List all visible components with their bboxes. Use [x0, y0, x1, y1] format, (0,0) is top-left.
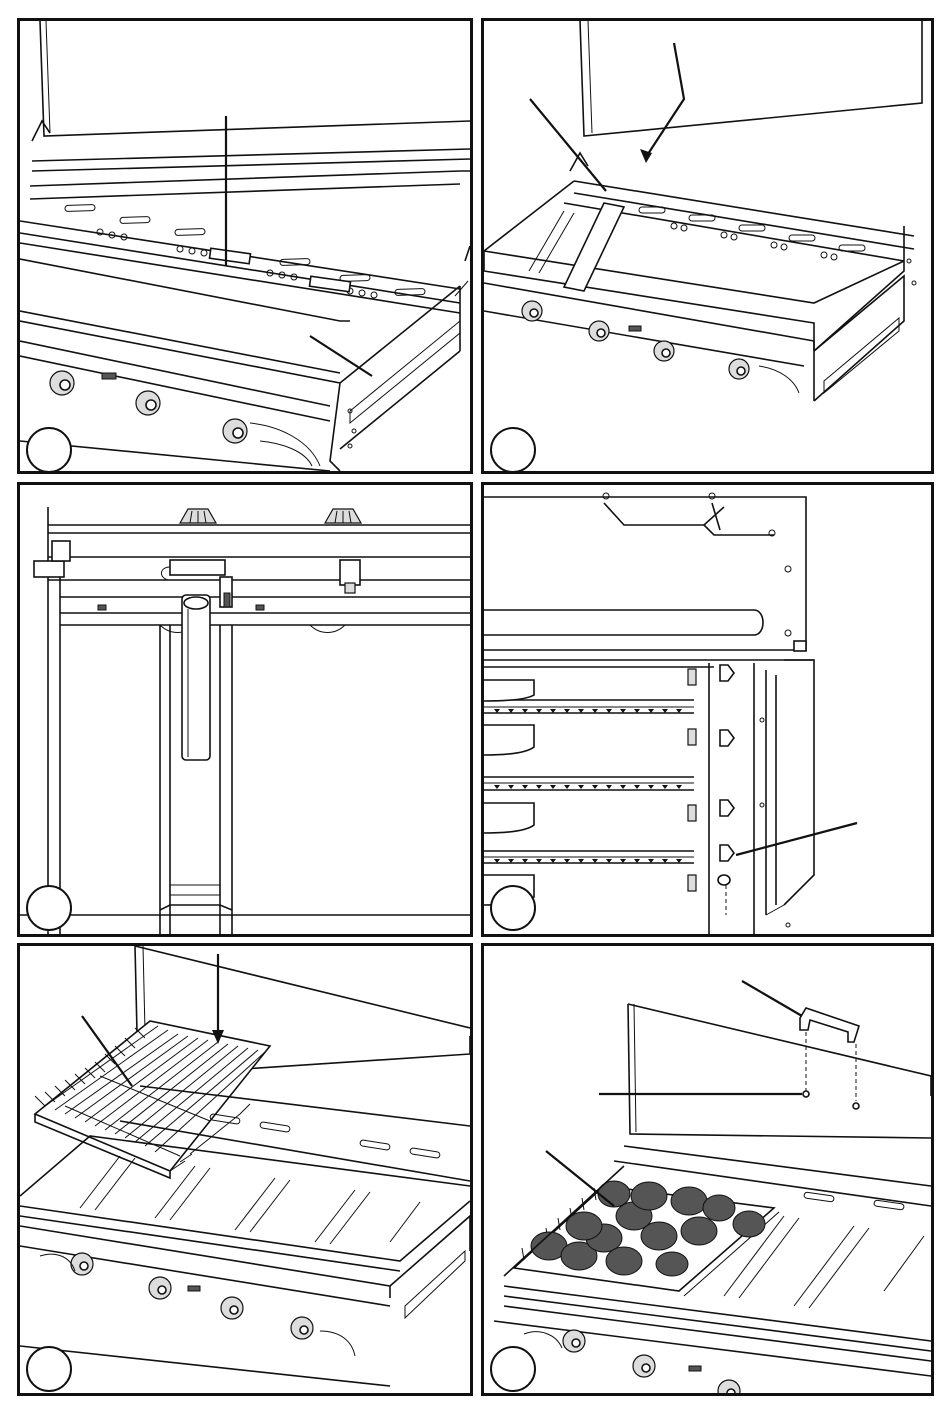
burner-tubes-bracket-drawing	[484, 485, 931, 934]
step-number-badge	[490, 1346, 536, 1392]
grill-body-crossbar-drawing	[484, 21, 931, 471]
grill-body-open-lid-drawing	[20, 21, 470, 471]
step-number-badge	[490, 427, 536, 473]
step-number-badge	[26, 885, 72, 931]
step-3-panel	[17, 482, 473, 937]
step-4-panel	[481, 482, 934, 937]
step-6-panel	[481, 943, 934, 1396]
step-5-panel	[17, 943, 473, 1396]
gas-valve-tube-drawing	[20, 485, 470, 934]
step-2-panel	[481, 18, 934, 474]
step-1-panel	[17, 18, 473, 474]
step-number-badge	[490, 885, 536, 931]
step-number-badge	[26, 427, 72, 473]
step-number-badge	[26, 1346, 72, 1392]
charcoal-tray-handle-drawing	[484, 946, 931, 1393]
cooking-grid-placement-drawing	[20, 946, 470, 1393]
